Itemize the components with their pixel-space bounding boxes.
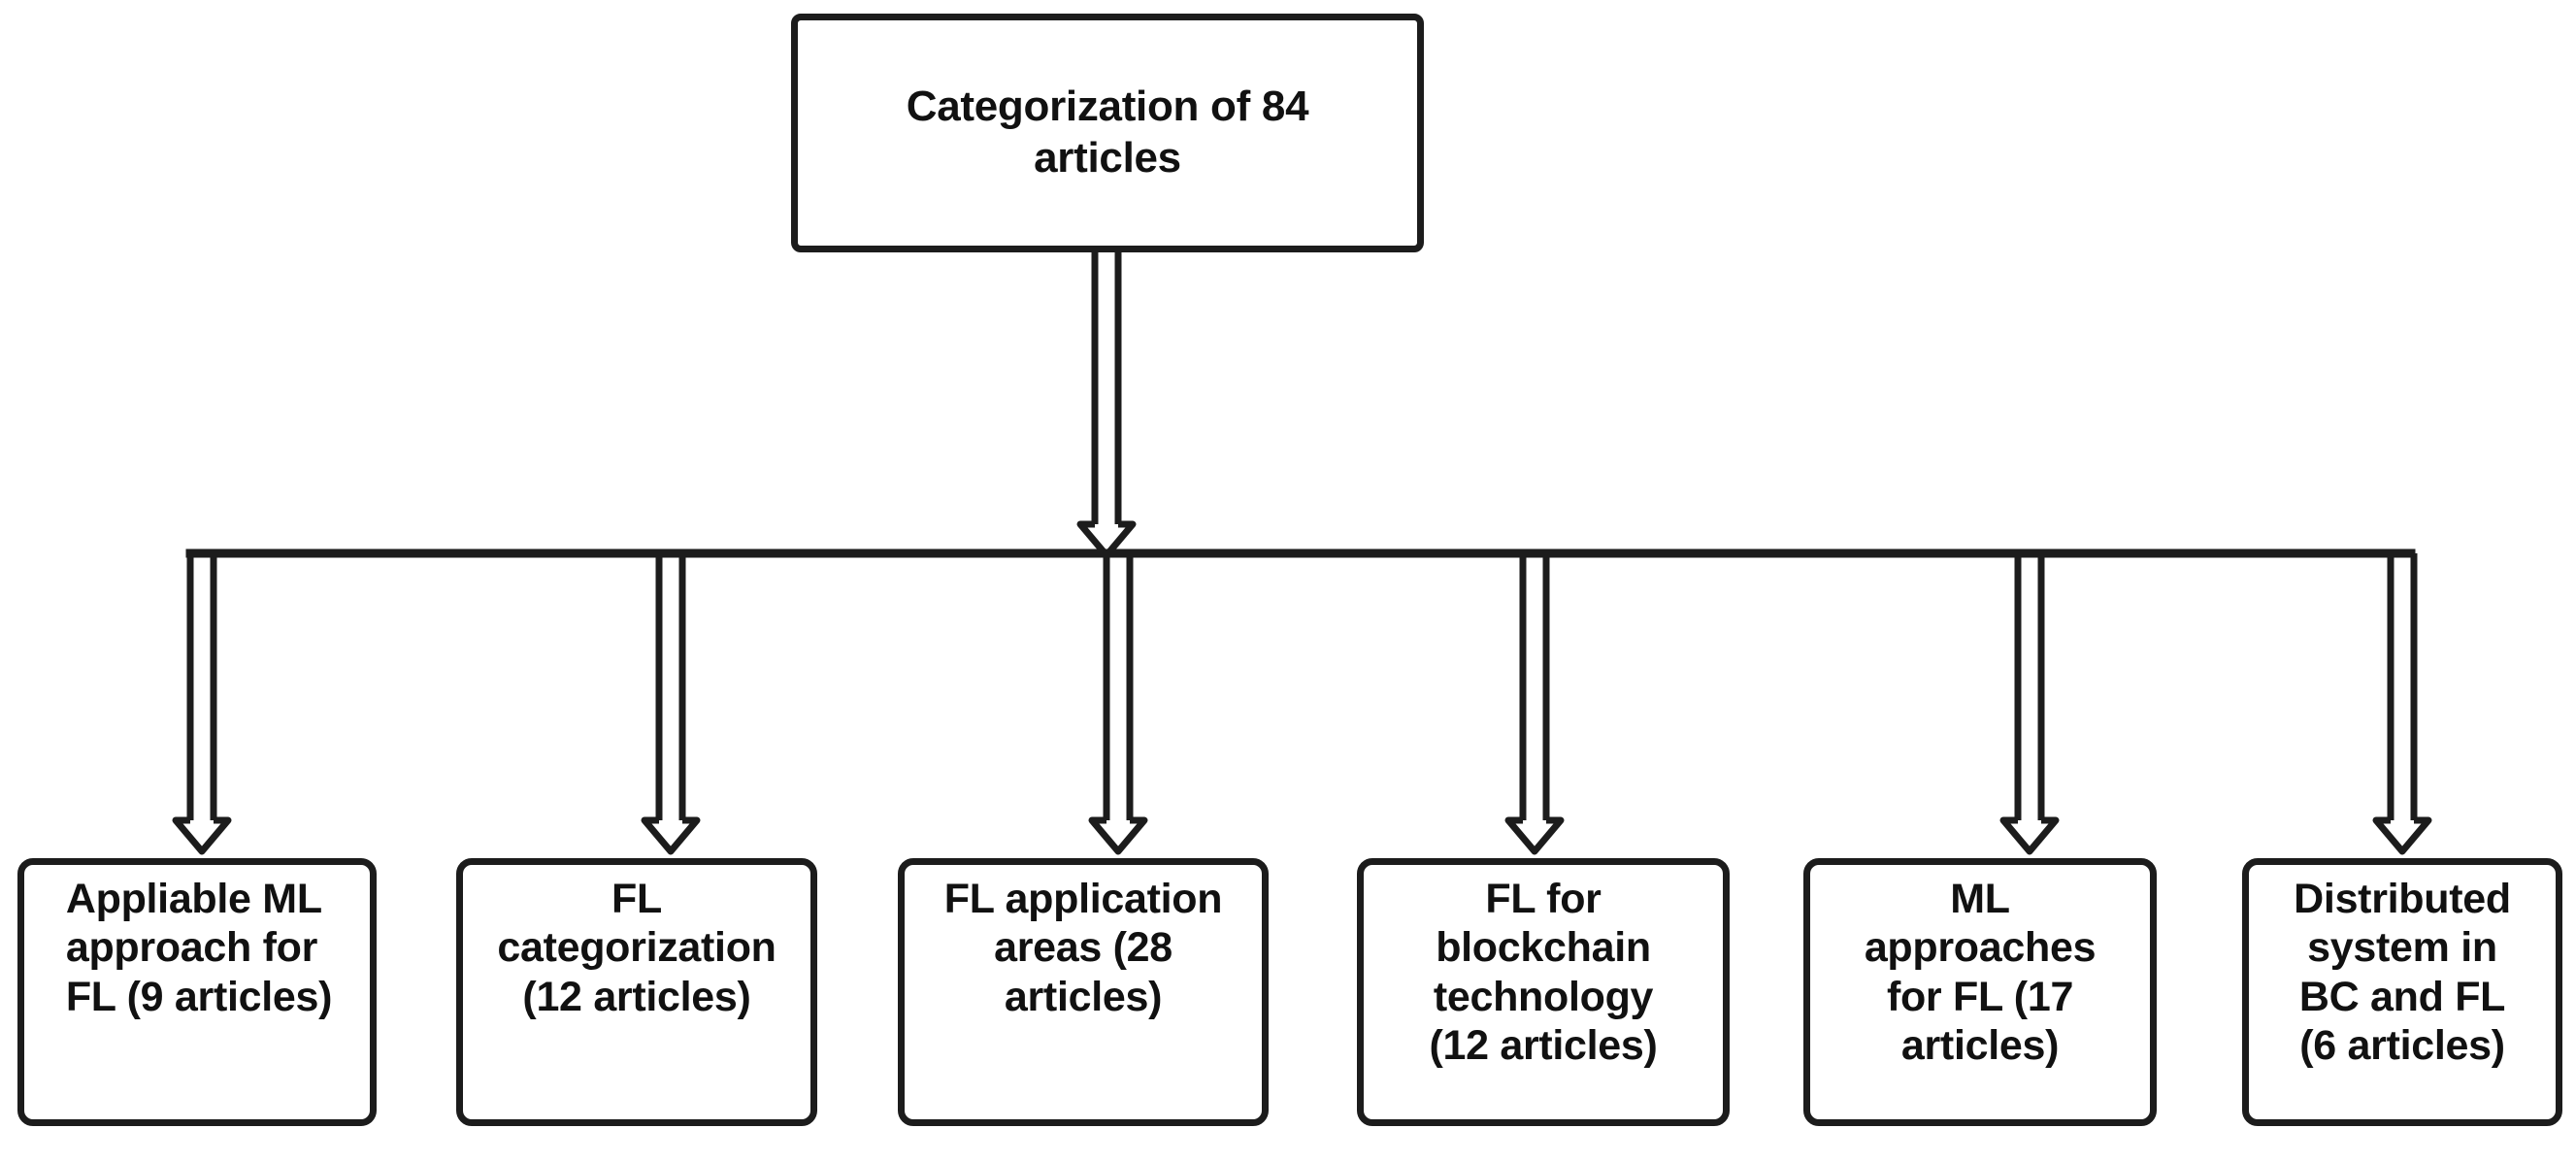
node-ml-approaches-for-fl[interactable]: ML approaches for FL (17 articles) <box>1803 858 2157 1126</box>
node-applicable-ml-approach-for-fl-label: Appliable ML approach for FL (9 articles… <box>65 876 333 1020</box>
connector-root-to-bus <box>1076 250 1137 559</box>
node-fl-categorization-label: FL categorization (12 articles) <box>497 876 776 1020</box>
node-fl-application-areas-label: FL application areas (28 articles) <box>943 876 1223 1020</box>
node-distributed-system-in-bc-and-fl[interactable]: Distributed system in BC and FL (6 artic… <box>2242 858 2562 1126</box>
node-fl-application-areas[interactable]: FL application areas (28 articles) <box>898 858 1269 1126</box>
connector-bus-to-child-1 <box>172 553 232 855</box>
node-distributed-system-in-bc-and-fl-label: Distributed system in BC and FL (6 artic… <box>2294 876 2511 1069</box>
node-fl-for-blockchain-technology[interactable]: FL for blockchain technology (12 article… <box>1357 858 1730 1126</box>
node-applicable-ml-approach-for-fl[interactable]: Appliable ML approach for FL (9 articles… <box>17 858 377 1126</box>
connector-bus-to-child-4 <box>1504 553 1565 855</box>
connector-bus-to-child-3 <box>1088 555 1148 855</box>
node-ml-approaches-for-fl-label: ML approaches for FL (17 articles) <box>1864 876 2097 1069</box>
node-root-label: Categorization of 84 articles <box>906 83 1309 182</box>
connector-bus-to-child-6 <box>2372 553 2432 855</box>
node-fl-for-blockchain-technology-label: FL for blockchain technology (12 article… <box>1429 876 1658 1069</box>
connector-bus-to-child-2 <box>641 553 701 855</box>
node-root[interactable]: Categorization of 84 articles <box>791 14 1424 252</box>
connector-bus-to-child-5 <box>1999 553 2060 855</box>
node-fl-categorization[interactable]: FL categorization (12 articles) <box>456 858 817 1126</box>
